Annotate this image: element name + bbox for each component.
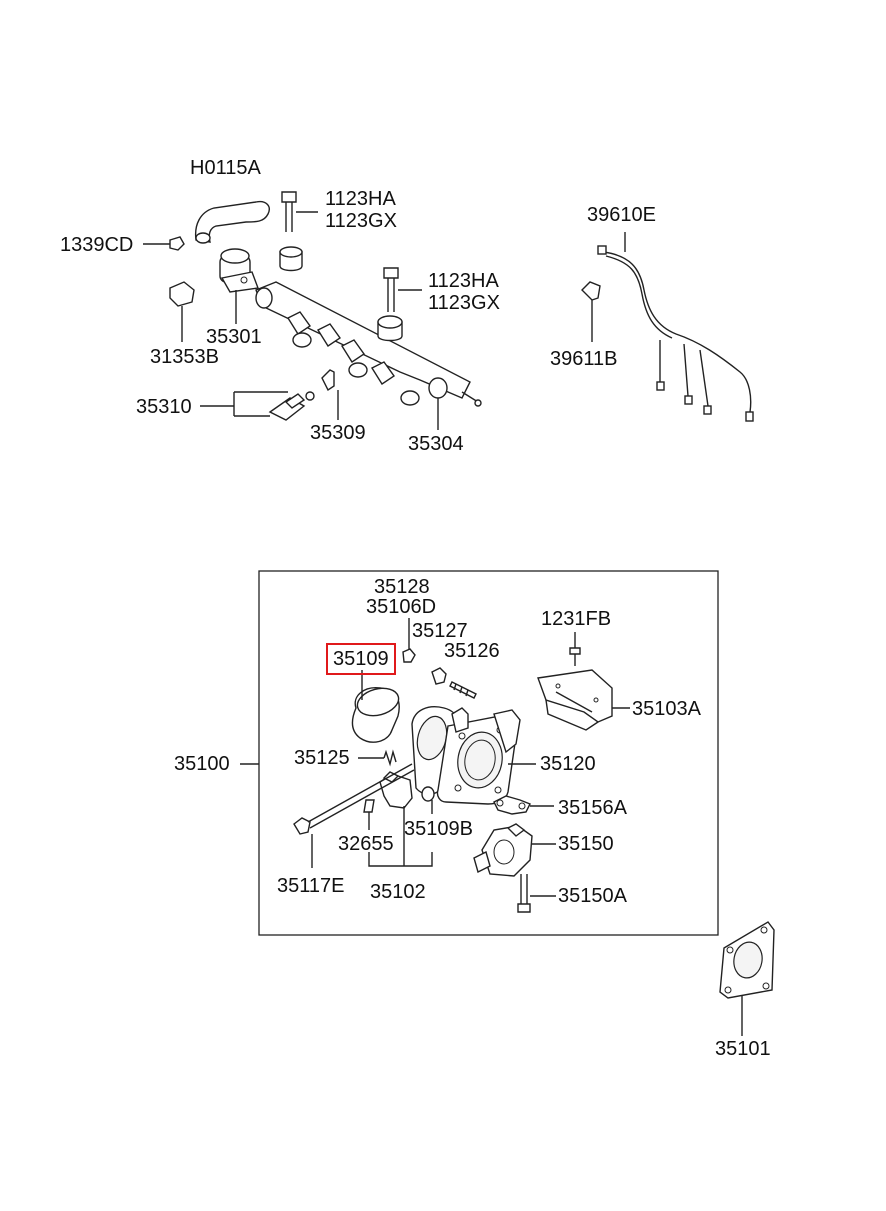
label-35125[interactable]: 35125 — [294, 747, 350, 769]
throttle-body-35120 — [411, 706, 536, 805]
label-35102[interactable]: 35102 — [370, 881, 426, 903]
clip-35309 — [321, 369, 339, 420]
gasket-35101 — [719, 921, 775, 1036]
pin-32655 — [363, 799, 375, 830]
pressure-regulator — [219, 248, 259, 324]
spring-35125 — [358, 749, 397, 767]
label-35156a[interactable]: 35156A — [558, 797, 627, 819]
label-35126[interactable]: 35126 — [444, 640, 500, 662]
nut-1339cd — [143, 236, 185, 251]
label-35301[interactable]: 35301 — [206, 326, 262, 348]
label-35117e[interactable]: 35117E — [277, 875, 345, 897]
bolt-1123ha-upper — [281, 191, 318, 232]
cap-35127 — [431, 667, 447, 685]
idle-actuator-35150 — [473, 823, 556, 877]
label-35310[interactable]: 35310 — [136, 396, 192, 418]
bolt-35117e — [293, 763, 415, 868]
label-35309[interactable]: 35309 — [310, 422, 366, 444]
fuel-hose — [194, 200, 270, 244]
bolt-35150a — [517, 874, 556, 913]
label-35106d[interactable]: 35106D — [366, 596, 437, 618]
clip-31353b — [169, 281, 195, 342]
screw-35126 — [449, 681, 477, 699]
insulator-lower — [377, 315, 403, 342]
label-35150a[interactable]: 35150A — [558, 885, 627, 907]
bolt-1123ha-lower — [383, 267, 422, 312]
delivery-pipe — [255, 281, 482, 407]
label-1123ha-lower[interactable]: 1123HA — [428, 270, 499, 292]
label-h0115a[interactable]: H0115A — [190, 157, 261, 179]
label-35120[interactable]: 35120 — [540, 753, 596, 775]
label-35150[interactable]: 35150 — [558, 833, 614, 855]
label-1123gx-lower[interactable]: 1123GX — [428, 292, 500, 314]
label-32655[interactable]: 32655 — [338, 833, 394, 855]
label-35128[interactable]: 35128 — [374, 576, 430, 598]
seal-35109 — [351, 670, 400, 743]
label-1123gx-upper[interactable]: 1123GX — [325, 210, 397, 232]
label-1123ha-upper[interactable]: 1123HA — [325, 188, 396, 210]
injector-35310 — [200, 391, 315, 421]
throttle-body-assembly-frame — [258, 570, 719, 936]
label-1231fb[interactable]: 1231FB — [541, 608, 612, 630]
label-35109-highlighted[interactable]: 35109 — [326, 643, 396, 675]
screw-1231fb — [569, 632, 581, 666]
label-35109b[interactable]: 35109B — [404, 818, 473, 840]
nut-35106d — [402, 618, 416, 663]
label-35100[interactable]: 35100 — [174, 753, 230, 775]
label-1339cd[interactable]: 1339CD — [60, 234, 134, 256]
oring-35109b — [421, 786, 435, 814]
label-39610e[interactable]: 39610E — [587, 204, 656, 226]
bracket-39611b — [581, 281, 601, 342]
wiring-harness-39610e — [597, 232, 754, 422]
insulator-upper — [279, 246, 303, 272]
gasket-35156a — [493, 795, 554, 815]
label-35127[interactable]: 35127 — [412, 620, 468, 642]
label-35103a[interactable]: 35103A — [632, 698, 701, 720]
bracket-35102 — [368, 852, 433, 867]
label-35304[interactable]: 35304 — [408, 433, 464, 455]
bracket-35103a — [537, 669, 630, 731]
label-39611b[interactable]: 39611B — [550, 348, 618, 370]
label-31353b[interactable]: 31353B — [150, 346, 219, 368]
label-35101[interactable]: 35101 — [715, 1038, 771, 1060]
